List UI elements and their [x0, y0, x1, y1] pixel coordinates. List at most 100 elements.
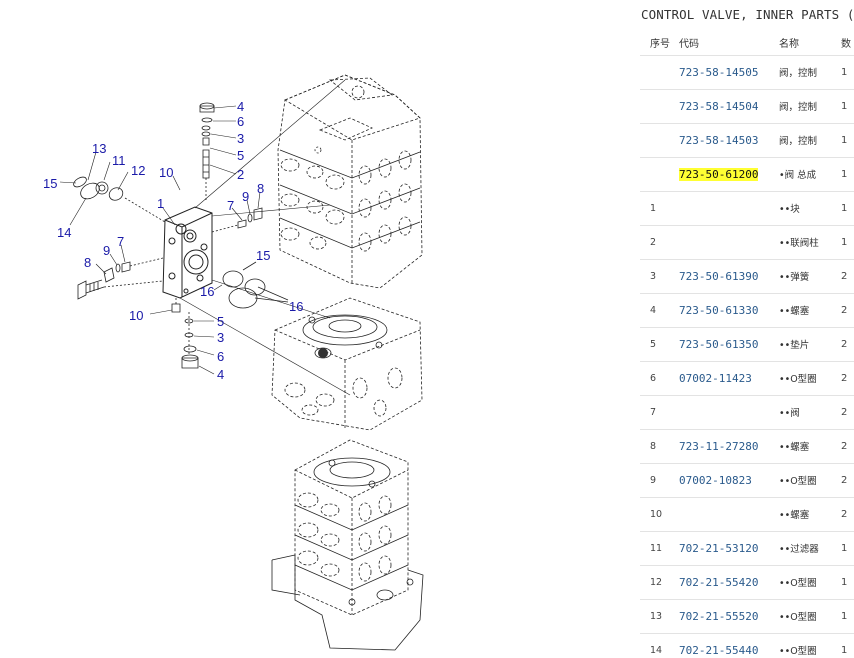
cell-no: [640, 157, 679, 191]
table-row[interactable]: 723-50-61200 •阀 总成 1: [640, 157, 854, 191]
cell-no: 6: [650, 372, 657, 384]
callout-16-right[interactable]: 16: [289, 299, 304, 314]
callout-2[interactable]: 2: [237, 167, 245, 182]
part-code-link[interactable]: 07002-10823: [679, 473, 752, 487]
callout-4-bottom[interactable]: 4: [217, 367, 225, 382]
part-code-link[interactable]: 702-21-55440: [679, 643, 759, 657]
callout-3-top[interactable]: 3: [237, 131, 245, 146]
panel-title: CONTROL VALVE, INNER PARTS (: [641, 7, 854, 22]
part-code-link[interactable]: 723-58-14504: [679, 99, 759, 113]
cell-code: 723-58-14503: [679, 123, 779, 157]
callout-leaders: [59, 105, 261, 375]
cell-name: 阀，控制: [779, 136, 818, 147]
cell-name: ••O型圈: [779, 646, 817, 658]
callout-8-right[interactable]: 8: [257, 181, 265, 196]
callout-3-bottom[interactable]: 3: [217, 330, 225, 345]
table-row[interactable]: 723-58-14503 阀，控制 1: [640, 123, 854, 157]
callout-7-right[interactable]: 7: [227, 198, 235, 213]
callout-10-bottom[interactable]: 10: [129, 308, 144, 323]
part-code-link[interactable]: 07002-11423: [679, 371, 752, 385]
callout-10-top[interactable]: 10: [159, 165, 174, 180]
part-code-link[interactable]: 702-21-53120: [679, 541, 759, 555]
cell-qty: 2: [841, 474, 848, 486]
table-header-row: 序号 代码 名称 数: [640, 30, 854, 55]
callout-5-bottom[interactable]: 5: [217, 314, 225, 329]
cell-qty: 2: [841, 372, 848, 384]
cell-qty: 1: [841, 644, 848, 656]
part-code-link[interactable]: 723-58-14503: [679, 133, 759, 147]
cell-qty: 1: [841, 100, 848, 112]
cell-no: 4: [650, 304, 657, 316]
cell-name: ••O型圈: [779, 612, 817, 623]
part-code-link[interactable]: 723-11-27280: [679, 439, 759, 453]
cell-code: [679, 395, 779, 429]
callout-11[interactable]: 11: [112, 153, 126, 168]
cell-no: 1: [650, 202, 657, 214]
cell-qty: 2: [841, 508, 848, 520]
callout-9-right[interactable]: 9: [242, 189, 250, 204]
callout-7-left[interactable]: 7: [117, 234, 125, 249]
cell-no: 3: [650, 270, 657, 282]
cell-code: 723-11-27280: [679, 429, 779, 463]
cell-qty: 1: [841, 168, 848, 180]
part-code-link[interactable]: 723-50-61200: [679, 167, 759, 181]
cell-code: 702-21-55520: [679, 599, 779, 633]
cell-code: [679, 497, 779, 531]
cell-name: ••阀: [779, 408, 800, 419]
part-code-link[interactable]: 723-58-14505: [679, 65, 759, 79]
cell-no: 8: [650, 440, 657, 452]
callout-16-left[interactable]: 16: [200, 284, 215, 299]
valve-body-upper: [277, 74, 423, 289]
callout-1[interactable]: 1: [157, 196, 165, 211]
callout-9-left[interactable]: 9: [103, 243, 111, 258]
cell-code: 723-50-61350: [679, 327, 779, 361]
cell-qty: 1: [841, 202, 848, 214]
cell-name: 阀，控制: [779, 68, 818, 79]
cell-no: [640, 123, 679, 157]
callout-14[interactable]: 14: [57, 225, 72, 240]
part-code-link[interactable]: 723-50-61390: [679, 269, 759, 283]
cell-name: ••联阀柱: [779, 238, 819, 249]
callout-8-left[interactable]: 8: [84, 255, 92, 270]
part-code-link[interactable]: 723-50-61350: [679, 337, 759, 351]
cell-code: 723-58-14505: [679, 55, 779, 89]
cell-no: 9: [650, 474, 657, 486]
callout-12[interactable]: 12: [131, 163, 146, 178]
cell-code: [679, 225, 779, 259]
part-code-link[interactable]: 702-21-55520: [679, 609, 759, 623]
callout-6-bottom[interactable]: 6: [217, 349, 225, 364]
valve-body-lower: [271, 439, 424, 651]
cell-qty: 1: [841, 134, 848, 146]
callout-4-top[interactable]: 4: [237, 99, 245, 114]
face-o-rings: [222, 261, 289, 309]
callout-5-top[interactable]: 5: [237, 148, 245, 163]
callout-15-left[interactable]: 15: [43, 176, 58, 191]
callout-13[interactable]: 13: [92, 141, 107, 156]
callout-15-right[interactable]: 15: [256, 248, 271, 263]
cell-name: •阀 总成: [779, 170, 817, 181]
callout-6-top[interactable]: 6: [237, 114, 245, 129]
lower-spool-stack: [171, 298, 199, 369]
cell-no: 11: [650, 542, 663, 554]
part-code-link[interactable]: 723-50-61330: [679, 303, 759, 317]
cell-no: [640, 55, 679, 89]
part-code-link[interactable]: 702-21-55420: [679, 575, 759, 589]
